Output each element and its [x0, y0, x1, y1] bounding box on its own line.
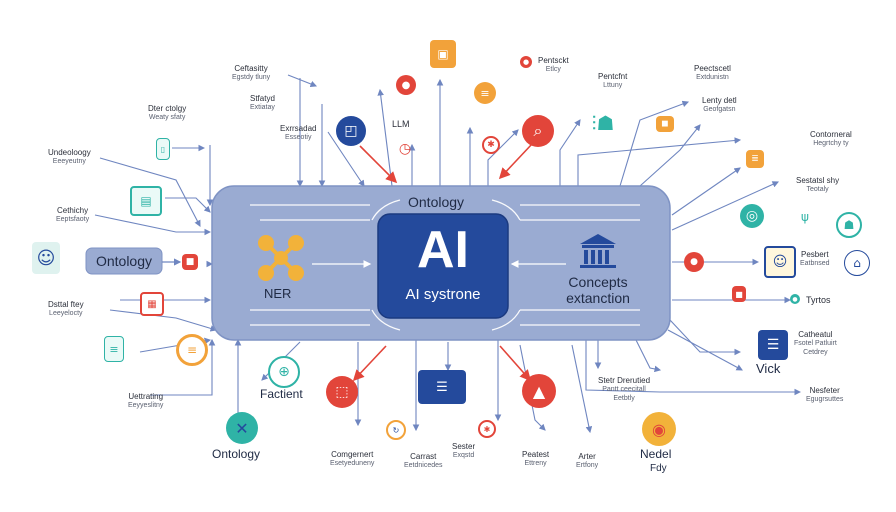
clock-icon: ◷ — [398, 141, 412, 157]
settings-gear-icon: ✱ — [478, 420, 496, 438]
document-icon: ≡ — [474, 82, 496, 104]
bank-icon: ⌂ — [844, 250, 870, 276]
tag-icon: ■ — [732, 286, 746, 302]
ai-core-title: AI — [417, 221, 469, 279]
search-icon: ⌕ — [522, 115, 554, 147]
sync-icon: ↻ — [386, 420, 406, 440]
highlight-arrows — [352, 143, 533, 382]
orange-ring-icon: ≡ — [176, 334, 208, 366]
concepts-label: Concepts — [568, 274, 628, 290]
ontology-badge — [85, 247, 163, 275]
ai-core-box — [377, 213, 509, 319]
hub-inner-lines — [250, 199, 640, 331]
ai-core-subtitle: AI systrone — [405, 286, 481, 303]
label-llm: LLM — [392, 119, 410, 129]
calendar-icon: ▦ — [140, 292, 164, 316]
connector-lines — [94, 74, 802, 434]
ner-label: NER — [264, 286, 292, 301]
ner-network-icon — [258, 235, 304, 281]
location-pin-icon: ● — [520, 56, 532, 68]
close-circle-icon: ✕ — [226, 412, 258, 444]
info-icon: ● — [396, 75, 416, 95]
chat-icon: ◼ — [656, 116, 674, 132]
extraction-label: extanction — [566, 290, 630, 306]
label-nedel-2: Fdy — [650, 463, 667, 474]
scope-icon: ◰ — [336, 116, 366, 146]
label-ontology-bottom: Ontology — [212, 447, 261, 461]
alert-icon: ▲ — [522, 374, 556, 408]
list-doc-icon: ☰ — [758, 330, 788, 360]
building-icon — [580, 234, 616, 268]
person-icon: ☗ — [836, 212, 862, 238]
red-square-icon: ■ — [182, 254, 198, 270]
screen-icon: ▤ — [130, 186, 162, 216]
hub-top-label: Ontology — [408, 194, 465, 210]
code-icon: ψ — [801, 210, 809, 224]
label-factient: Factient — [260, 387, 303, 401]
label-nedel-1: Nedel — [640, 447, 672, 461]
people-icon: ⫶☗ — [591, 111, 615, 135]
gear-icon: ✱ — [482, 136, 500, 154]
checklist-icon: ☰ — [418, 370, 466, 404]
ontology-badge-label: Ontology — [95, 253, 153, 269]
label-vick: Vick — [756, 361, 781, 376]
label-right-2: Tyrtos — [806, 295, 831, 305]
note-icon: ≡ — [104, 336, 124, 362]
red-dot-icon: ● — [684, 252, 704, 272]
chart-icon: ⬚ — [326, 376, 358, 408]
yellow-badge-icon: ◉ — [642, 412, 676, 446]
phone-icon: ▯ — [156, 138, 170, 160]
globe-icon: ◎ — [740, 204, 764, 228]
world-icon: ⊕ — [268, 356, 300, 388]
small-tyrtos-icon: ● — [790, 294, 800, 304]
profile-card-icon: ☺ — [764, 246, 796, 278]
paper-icon: ≣ — [746, 150, 764, 168]
film-icon: ▣ — [430, 40, 456, 68]
avatar-icon: ☺ — [32, 242, 60, 274]
